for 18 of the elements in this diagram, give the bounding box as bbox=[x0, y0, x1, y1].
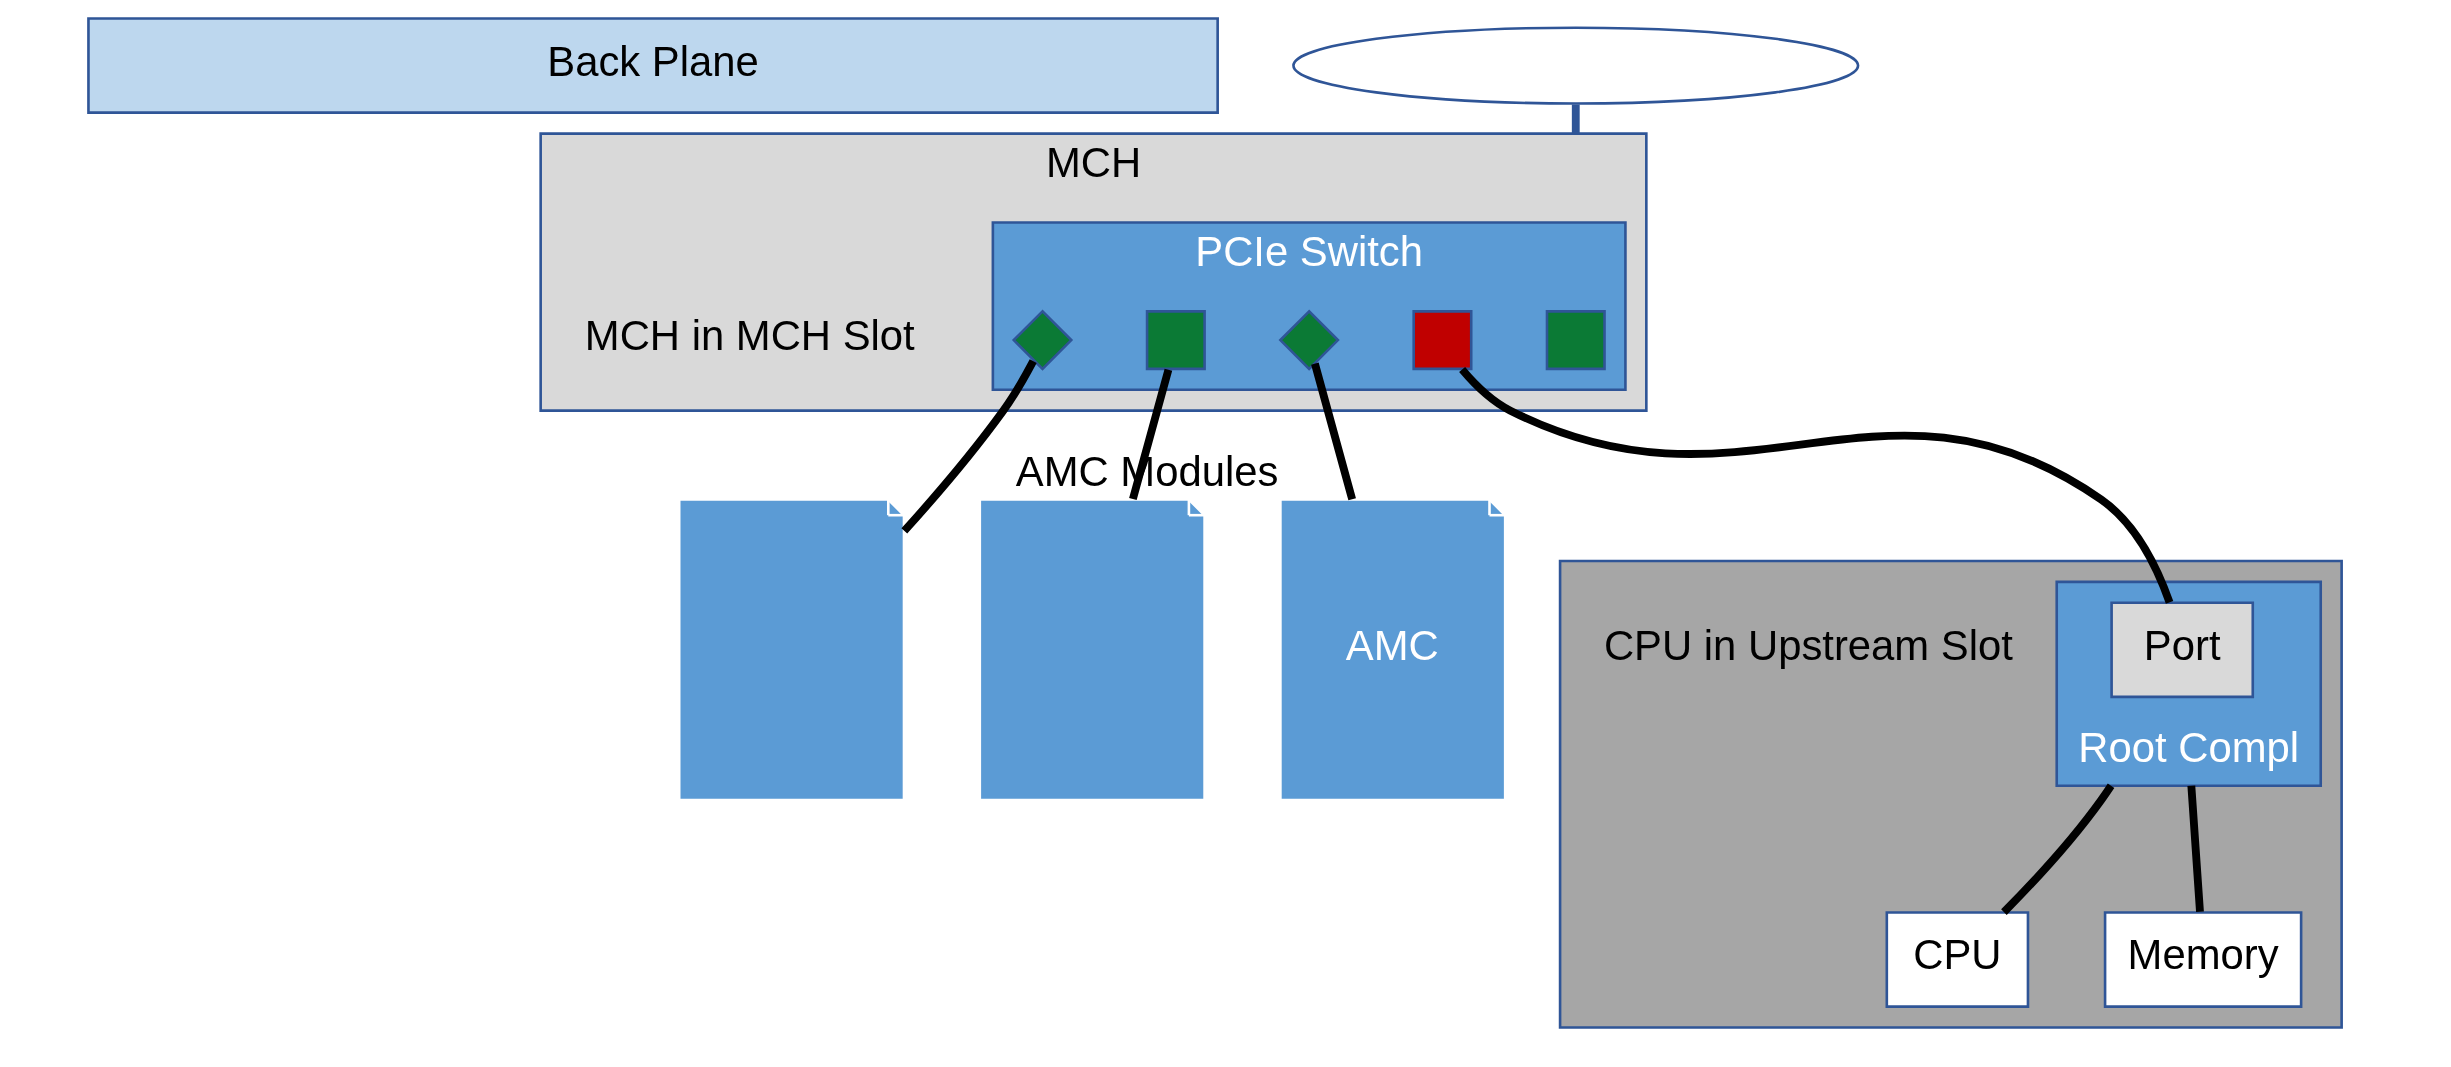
node-box bbox=[1412, 310, 1473, 371]
node-box: Memory bbox=[2103, 911, 2303, 1008]
node-box bbox=[1145, 310, 1206, 371]
connector bbox=[2001, 783, 2115, 915]
node-label: CPU in Upstream Slot bbox=[1603, 621, 2013, 669]
node-diamond bbox=[1011, 309, 1074, 371]
node-diamond bbox=[1278, 309, 1340, 371]
connector bbox=[2187, 785, 2204, 913]
node-box: CPU bbox=[1885, 911, 2030, 1008]
connector bbox=[1311, 362, 1356, 501]
node-ellipse bbox=[1292, 26, 1860, 105]
node-box bbox=[1545, 310, 1606, 371]
node-label: MCH in MCH Slot bbox=[584, 312, 915, 359]
node-box: Back Plane bbox=[87, 17, 1219, 114]
node-box: Port bbox=[2110, 601, 2255, 699]
connector bbox=[901, 359, 1037, 534]
cluster: PCIe Switch bbox=[991, 221, 1627, 392]
cluster bbox=[1558, 559, 2343, 1029]
